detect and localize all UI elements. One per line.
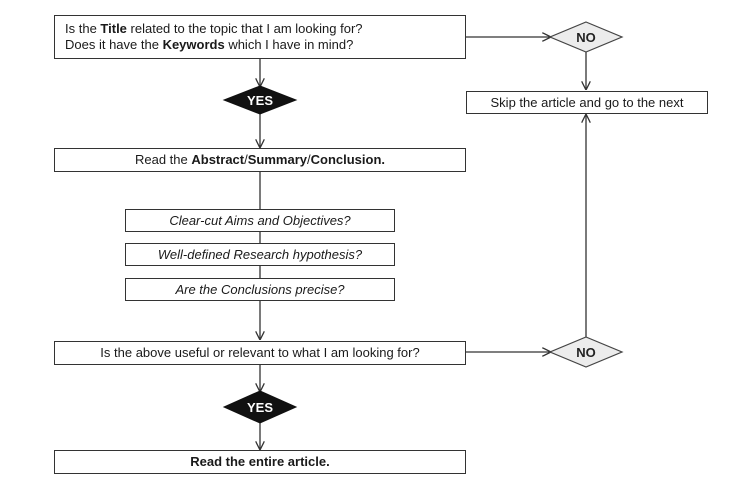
yes-label-bottom: YES bbox=[246, 399, 273, 415]
abstract-keyword: Abstract bbox=[191, 152, 245, 167]
yes-diamond-top bbox=[222, 85, 298, 115]
skip-article-box: Skip the article and go to the next bbox=[466, 91, 708, 114]
no-diamond-top bbox=[548, 21, 624, 53]
q1-text-part: Is the bbox=[65, 21, 101, 36]
summary-keyword: Summary bbox=[247, 152, 307, 167]
title-question-line: Is the Title related to the topic that I… bbox=[65, 21, 465, 37]
no-diamond-bottom bbox=[548, 336, 624, 368]
relevance-question-box: Is the above useful or relevant to what … bbox=[54, 341, 466, 365]
keywords-question-line: Does it have the Keywords which I have i… bbox=[65, 37, 465, 53]
read-abstract-box: Read the Abstract / Summary / Conclusion… bbox=[54, 148, 466, 172]
conclusion-keyword: Conclusion. bbox=[310, 152, 386, 167]
check-hypothesis-box: Well-defined Research hypothesis? bbox=[125, 243, 395, 266]
check-conclusions-box: Are the Conclusions precise? bbox=[125, 278, 395, 301]
check-aims-box: Clear-cut Aims and Objectives? bbox=[125, 209, 395, 232]
title-keywords-question-box: Is the Title related to the topic that I… bbox=[54, 15, 466, 59]
title-keyword: Title bbox=[100, 21, 127, 36]
yes-label-top: YES bbox=[246, 92, 273, 108]
q1-text-part: Does it have the bbox=[65, 37, 163, 52]
keywords-keyword: Keywords bbox=[162, 37, 225, 52]
separator-text: / bbox=[244, 152, 248, 167]
no-label-bottom: NO bbox=[576, 344, 596, 360]
read-entire-article-box: Read the entire article. bbox=[54, 450, 466, 474]
read-abstract-text: Read the bbox=[134, 152, 188, 167]
separator-text: / bbox=[307, 152, 311, 167]
no-label-top: NO bbox=[576, 29, 596, 45]
q1-text-part: which I have in mind? bbox=[224, 37, 354, 52]
yes-diamond-bottom bbox=[222, 390, 298, 424]
q1-text-part: related to the topic that I am looking f… bbox=[126, 21, 363, 36]
